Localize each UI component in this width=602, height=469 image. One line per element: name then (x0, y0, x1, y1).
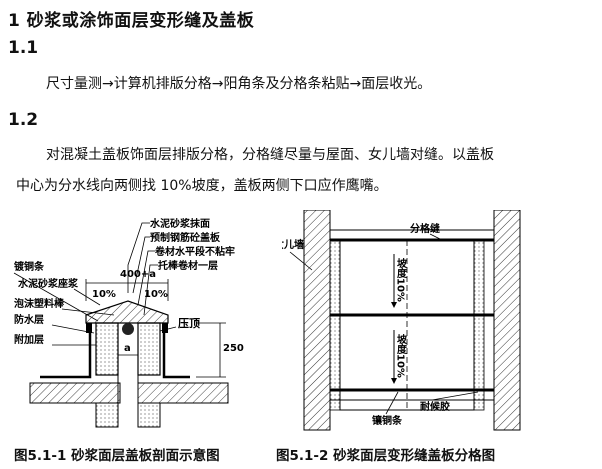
label-joint: 分格缝 (410, 222, 440, 235)
label-foam-rod: 泡沫塑料棒 (14, 297, 65, 310)
label-support-rod: 托棒卷材一层 (158, 259, 218, 272)
label-copper-strip-right: 镶铜条 (372, 414, 403, 427)
cover-joint-plan-diagram: 坡度10% 坡度10% 女儿墙 分格缝 镶铜条 耐候胶 (282, 210, 521, 431)
label-pressing: 压顶 (178, 316, 200, 330)
label-mortar-bed: 水泥砂浆座浆 (17, 277, 79, 290)
label-additional: 附加层 (14, 333, 44, 346)
dim-250: 250 (223, 343, 244, 354)
section-1-2-line1: 对混凝土盖板饰面层排版分格，分格缝尽量与屋面、女儿墙对缝。以盖板 (46, 147, 494, 163)
label-mortar-surface: 水泥砂浆抹面 (149, 217, 210, 230)
section-1-2-heading: 1.2 (8, 110, 39, 130)
label-waterproof: 防水层 (14, 313, 44, 326)
dim-a: a (124, 343, 131, 354)
label-parapet: 女儿墙 (282, 238, 304, 251)
label-membrane-level: 卷材水平段不粘牢 (154, 245, 235, 258)
section-1-1-heading: 1.1 (8, 38, 39, 58)
label-precast-slab: 预制钢筋砼盖板 (150, 231, 221, 244)
heading-number: 1 (8, 11, 21, 31)
heading-title: 砂浆或涂饰面层变形缝及盖板 (26, 11, 255, 31)
slope-top-label: 坡度10% (395, 257, 407, 302)
dim-top: 400+a (120, 269, 156, 280)
slope-bottom-label: 坡度10% (395, 333, 407, 378)
section-1-2-line2: 中心为分水线向两侧找 10%坡度，盖板两侧下口应作鹰嘴。 (16, 178, 388, 194)
cover-section-diagram: 水泥砂浆抹面 预制钢筋砼盖板 卷材水平段不粘牢 托棒卷材一层 镀铜条 水泥砂浆座… (13, 217, 244, 428)
caption-right: 图5.1-2 砂浆面层变形缝盖板分格图 (276, 448, 496, 464)
slope-right: 10% (144, 289, 168, 300)
slope-left: 10% (92, 289, 116, 300)
label-sealant: 耐候胶 (420, 400, 450, 413)
caption-left: 图5.1-1 砂浆面层盖板剖面示意图 (14, 448, 220, 464)
main-heading: 1 砂浆或涂饰面层变形缝及盖板 (8, 6, 254, 31)
section-1-1-text: 尺寸量测→计算机排版分格→阳角条及分格条粘贴→面层收光。 (46, 76, 432, 92)
label-copper-strip: 镀铜条 (14, 260, 45, 273)
